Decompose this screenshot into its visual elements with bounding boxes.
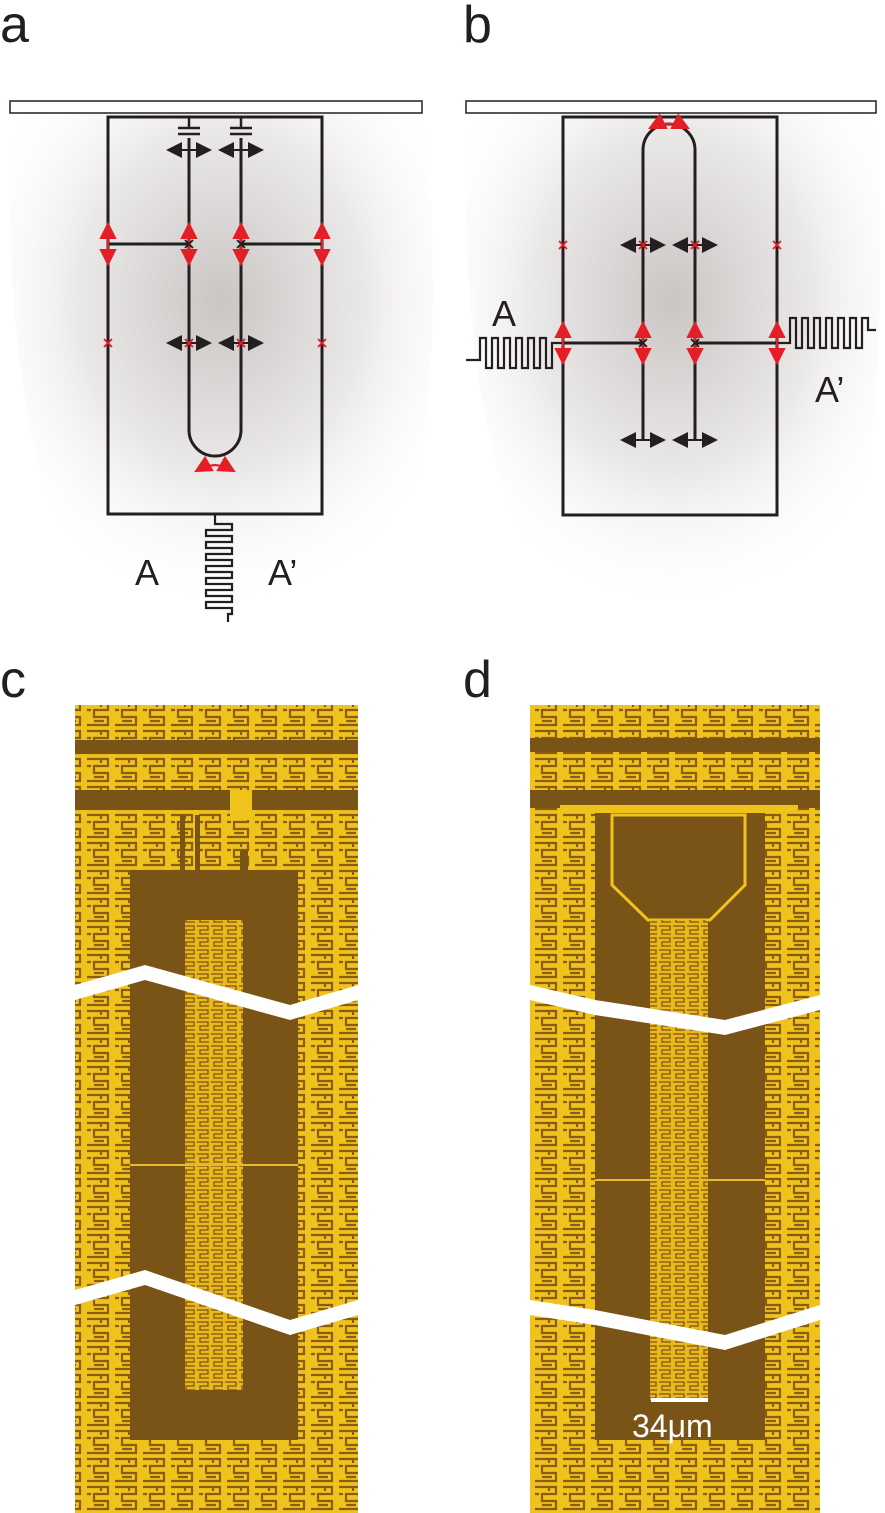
port-b-label: A xyxy=(492,293,516,334)
feedline-b xyxy=(465,100,877,114)
panel-d-letter: d xyxy=(463,651,492,709)
scale-bar-label: 34μm xyxy=(632,1408,713,1444)
red-arrow-icon xyxy=(99,221,331,473)
panel-a: a xyxy=(0,0,433,622)
ground-strip xyxy=(530,790,820,808)
node-marker-icon xyxy=(103,338,327,348)
field-shadow-a xyxy=(9,108,433,615)
node-marker-icon xyxy=(184,239,246,249)
panel-c: c xyxy=(0,651,358,1513)
node-marker-icon xyxy=(558,240,782,250)
pad-d xyxy=(610,813,747,922)
panel-a-letter: a xyxy=(0,0,29,54)
panel-d: d 34μm xyxy=(463,651,820,1513)
ground-strip xyxy=(75,790,358,810)
port-a-label: A xyxy=(135,552,159,593)
coupler-c xyxy=(230,790,252,820)
panel-b: b A A’ xyxy=(463,0,881,615)
feedline-a xyxy=(9,100,423,114)
break-band-c xyxy=(75,965,358,1020)
inner-meander-d xyxy=(650,920,708,1400)
ground-strip xyxy=(530,738,820,752)
inner-loop-a xyxy=(187,138,243,458)
port-a-prime-label: A’ xyxy=(268,552,297,593)
arrow-icon xyxy=(620,237,718,448)
capacitor-icon xyxy=(178,117,252,136)
ground-strip xyxy=(75,740,358,754)
bottom-meander-c xyxy=(75,1440,358,1513)
feed-bar-d xyxy=(560,805,798,813)
bottom-meander-d xyxy=(530,1440,820,1513)
node-marker-icon xyxy=(638,338,700,348)
meander-inductor-left-b xyxy=(466,336,563,370)
panel-c-letter: c xyxy=(0,651,26,709)
red-arrow-icon xyxy=(554,113,786,366)
meander-inductor-a xyxy=(204,514,234,622)
break-band-d xyxy=(530,985,820,1035)
break-band-c xyxy=(75,1270,358,1335)
panel-b-letter: b xyxy=(463,0,492,54)
arrow-icon xyxy=(166,142,264,351)
meander-inductor-right-b xyxy=(777,316,876,350)
break-band-d xyxy=(530,1300,820,1350)
resonator-box-b xyxy=(561,115,779,517)
port-b-prime-label: A’ xyxy=(815,369,844,410)
